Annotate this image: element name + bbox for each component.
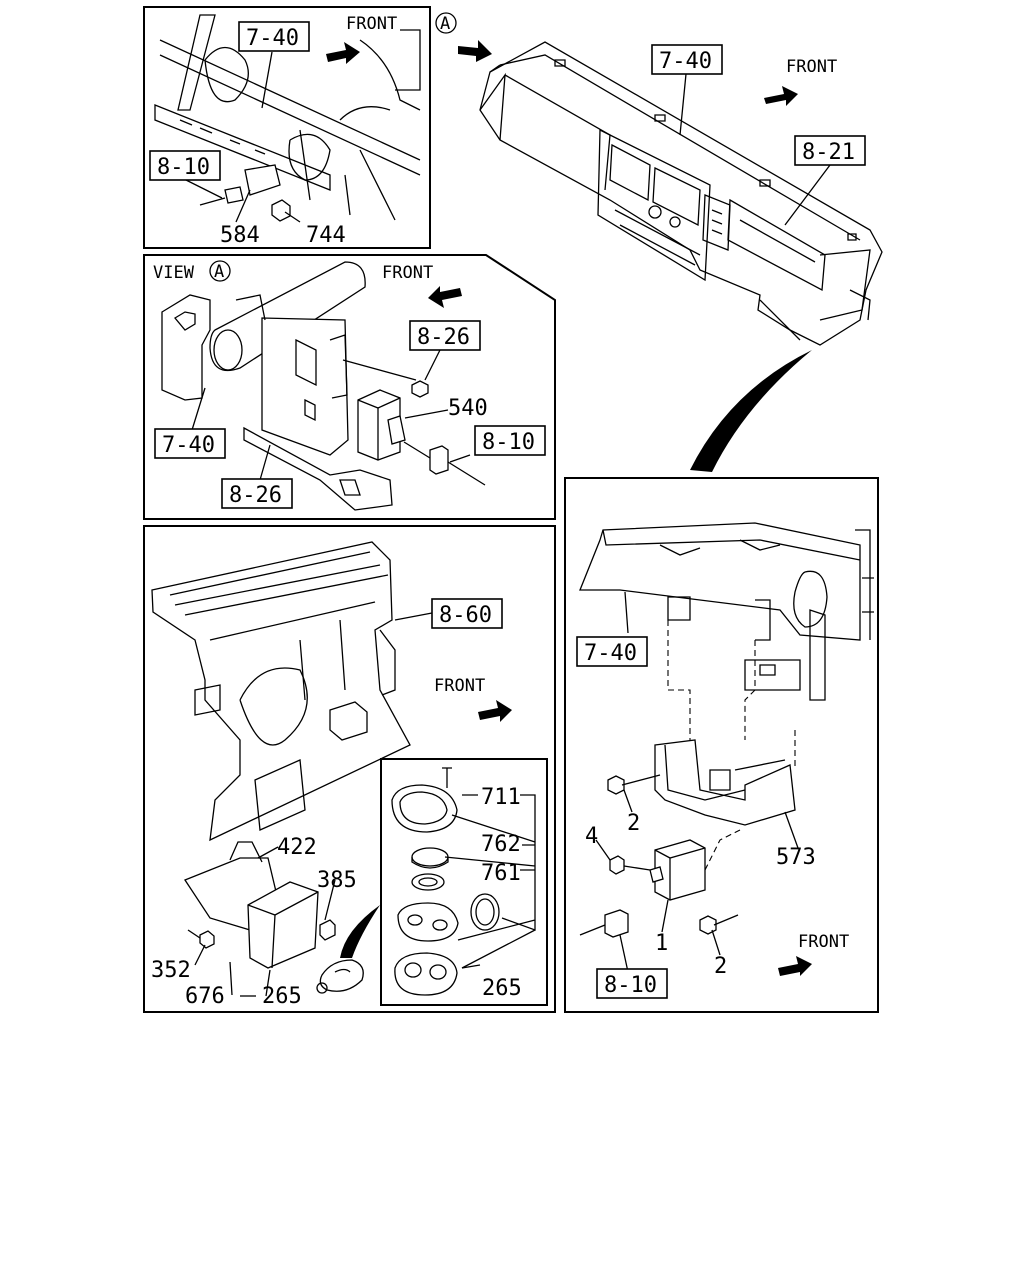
part-385-label[interactable]: 385 xyxy=(317,868,357,893)
callout-7-40-label: 7-40 xyxy=(659,49,712,74)
view-circle-a-label: A xyxy=(214,262,224,282)
callout-8-60-label: 8-60 xyxy=(439,603,492,628)
part-540-label[interactable]: 540 xyxy=(448,396,488,421)
part-4-label[interactable]: 4 xyxy=(585,824,598,849)
callout-8-10-label: 8-10 xyxy=(482,430,535,455)
part-584-label[interactable]: 584 xyxy=(220,223,260,248)
part-676-label[interactable]: 676 xyxy=(185,984,225,1009)
part-265-label[interactable]: 265 xyxy=(262,984,302,1009)
front-label: FRONT xyxy=(346,14,397,34)
front-label: FRONT xyxy=(798,932,849,952)
part-2-lower-label[interactable]: 2 xyxy=(714,954,727,979)
callout-8-21[interactable] xyxy=(794,135,866,166)
panel-view-a: VIEW A 8-26 540 8-10 7-40 xyxy=(143,254,556,520)
fob-inset: 711 762 761 265 xyxy=(380,758,548,1006)
front-label: FRONT xyxy=(382,263,433,283)
part-1-label[interactable]: 1 xyxy=(655,931,668,956)
part-2-label[interactable]: 2 xyxy=(627,811,640,836)
callout-8-10[interactable] xyxy=(596,968,668,999)
callout-7-40[interactable] xyxy=(576,636,648,667)
front-label: FRONT xyxy=(786,57,837,77)
callout-8-10-label: 8-10 xyxy=(604,973,657,998)
panel-top-right: A 7-40 8-21 FRONT xyxy=(435,12,883,472)
inset-part-711-label[interactable]: 711 xyxy=(481,785,521,810)
part-352-label[interactable]: 352 xyxy=(151,958,191,983)
front-arrow-icon xyxy=(764,86,798,106)
circle-a-marker-icon xyxy=(209,260,231,282)
callout-8-60[interactable] xyxy=(431,598,503,629)
circle-a-marker-label: A xyxy=(440,14,450,34)
front-label: FRONT xyxy=(434,676,485,696)
callout-8-10[interactable] xyxy=(149,150,221,181)
part-744-label[interactable]: 744 xyxy=(306,223,346,248)
callout-8-10[interactable] xyxy=(474,425,546,456)
circle-a-marker-icon xyxy=(435,12,457,34)
front-arrow-icon xyxy=(428,286,462,308)
front-arrow-icon xyxy=(326,42,360,64)
connector-swoosh xyxy=(690,350,812,472)
callout-7-40[interactable] xyxy=(154,428,226,459)
callout-8-26[interactable] xyxy=(409,320,481,351)
callout-8-10-label: 8-10 xyxy=(157,155,210,180)
front-arrow-icon xyxy=(458,40,492,62)
callout-8-26-label: 8-26 xyxy=(229,483,282,508)
inset-part-761-label[interactable]: 761 xyxy=(481,861,521,886)
panel-bottom-left: 8-60 FRONT 422 385 352 676 265 xyxy=(143,525,556,1013)
callout-7-40-label: 7-40 xyxy=(584,641,637,666)
panel-top-left: 7-40 8-10 584 744 FRONT xyxy=(143,6,431,249)
inset-part-762-label[interactable]: 762 xyxy=(481,832,521,857)
callout-8-26[interactable] xyxy=(221,478,293,509)
inset-part-265-label[interactable]: 265 xyxy=(482,976,522,1001)
callout-7-40[interactable] xyxy=(651,44,723,75)
panel-bottom-right: 7-40 2 4 573 1 2 8-10 FRONT xyxy=(564,477,879,1013)
callout-8-21-label: 8-21 xyxy=(802,140,855,165)
callout-7-40-label: 7-40 xyxy=(162,433,215,458)
callout-7-40-label: 7-40 xyxy=(246,26,299,51)
view-title: VIEW xyxy=(153,263,195,283)
front-arrow-icon xyxy=(778,956,812,976)
part-573-label[interactable]: 573 xyxy=(776,845,816,870)
callout-7-40[interactable] xyxy=(238,21,310,52)
callout-8-26-label: 8-26 xyxy=(417,325,470,350)
front-arrow-icon xyxy=(478,700,512,722)
part-422-label[interactable]: 422 xyxy=(277,835,317,860)
